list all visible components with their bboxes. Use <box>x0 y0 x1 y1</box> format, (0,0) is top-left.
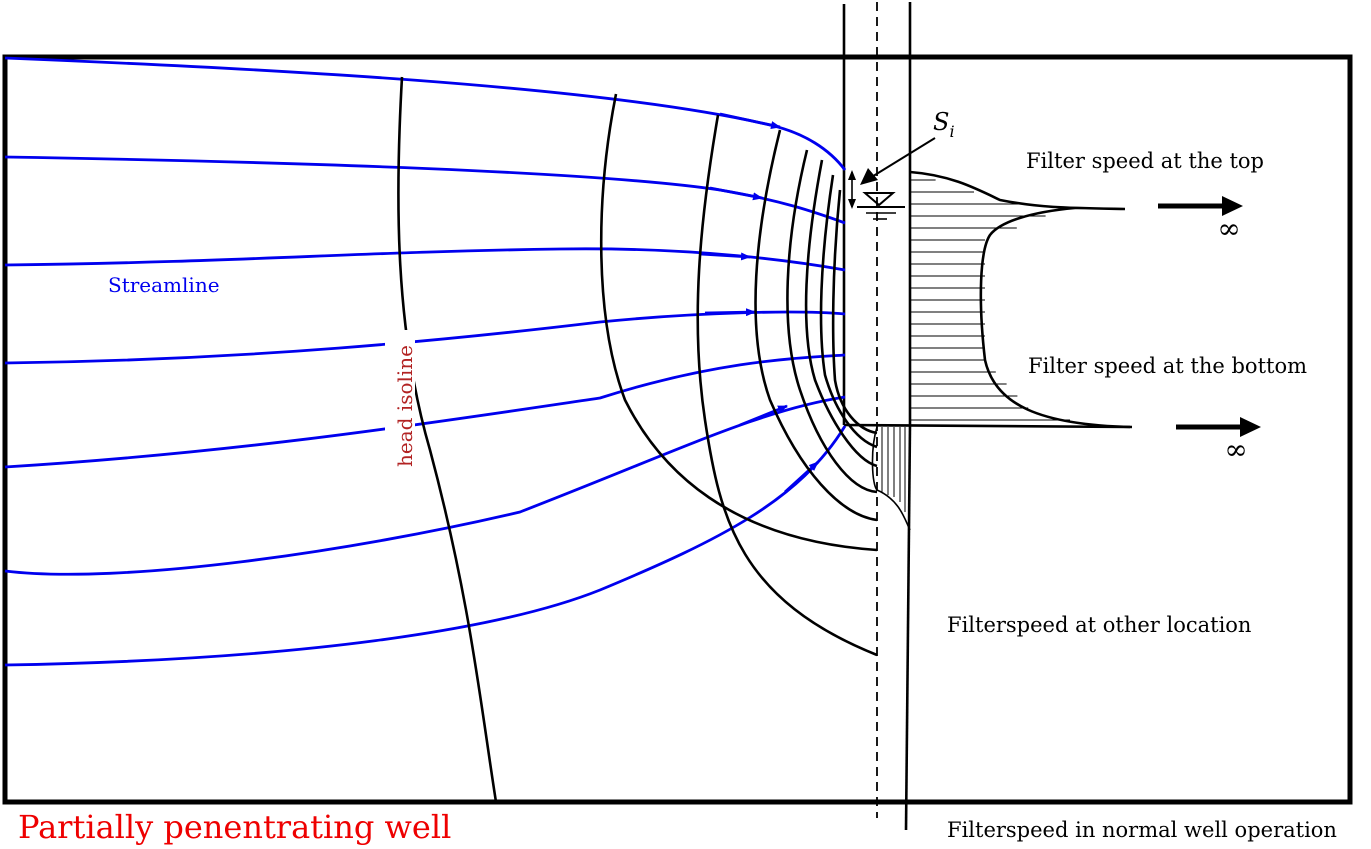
streamline-arrow-2 <box>709 186 763 201</box>
drawdown-label: Si <box>933 108 955 141</box>
water-level-triangle-icon <box>862 192 896 207</box>
streamline-arrow-3 <box>699 252 751 261</box>
streamline-4 <box>4 310 846 365</box>
streamline-arrow-6 <box>739 404 788 427</box>
streamline-label: Streamline <box>108 273 220 297</box>
drawdown-arrow-bottom <box>848 199 856 209</box>
drawdown-indicator <box>848 137 936 220</box>
streamline-7 <box>4 425 847 667</box>
isoline-3 <box>696 114 878 657</box>
filter-normal-label: Filterspeed in normal well operation <box>947 818 1337 842</box>
isoline-6 <box>804 159 878 468</box>
streamline-5 <box>4 353 846 469</box>
aquifer-boundary <box>2 54 1353 805</box>
velocity-profile-outline <box>909 170 1133 429</box>
infinity-top-label: ∞ <box>1217 212 1240 245</box>
drawdown-arrow-top <box>848 170 856 180</box>
infinity-arrow-top-head <box>1222 196 1243 216</box>
isoline-7 <box>819 174 878 449</box>
infinity-bottom-label: ∞ <box>1224 433 1247 466</box>
drawdown-pointer <box>869 137 936 179</box>
head-isolines <box>397 76 878 803</box>
filter-bottom-label: Filter speed at the bottom <box>1028 354 1307 378</box>
isoline-2 <box>599 93 878 552</box>
normal-well-wall <box>904 424 912 831</box>
filter-top-label: Filter speed at the top <box>1026 149 1264 173</box>
isoline-1 <box>397 76 498 803</box>
lower-screen-curve <box>871 426 911 531</box>
velocity-profile <box>909 170 1133 429</box>
head-isoline-label: head isoline <box>393 345 417 467</box>
drawdown-pointer-head <box>860 168 878 185</box>
head-isoline-label-bg <box>385 330 415 470</box>
lower-screen-profile <box>871 425 911 531</box>
well-bottom <box>843 423 1131 429</box>
streamlines <box>4 56 847 667</box>
streamline-3 <box>4 247 846 272</box>
infinity-arrows <box>1158 196 1261 437</box>
streamline-arrow-4 <box>704 308 756 317</box>
isoline-8 <box>831 189 878 435</box>
isoline-4 <box>754 129 878 522</box>
streamline-arrow-1 <box>719 112 781 130</box>
velocity-hatch-lines <box>911 179 1070 421</box>
infinity-arrow-bottom-head <box>1240 417 1261 437</box>
isoline-5 <box>786 149 878 494</box>
page-title: Partially penentrating well <box>18 808 451 846</box>
streamline-1 <box>4 56 847 171</box>
streamline-arrow-7 <box>784 460 819 494</box>
filter-other-label: Filterspeed at other location <box>947 613 1251 637</box>
